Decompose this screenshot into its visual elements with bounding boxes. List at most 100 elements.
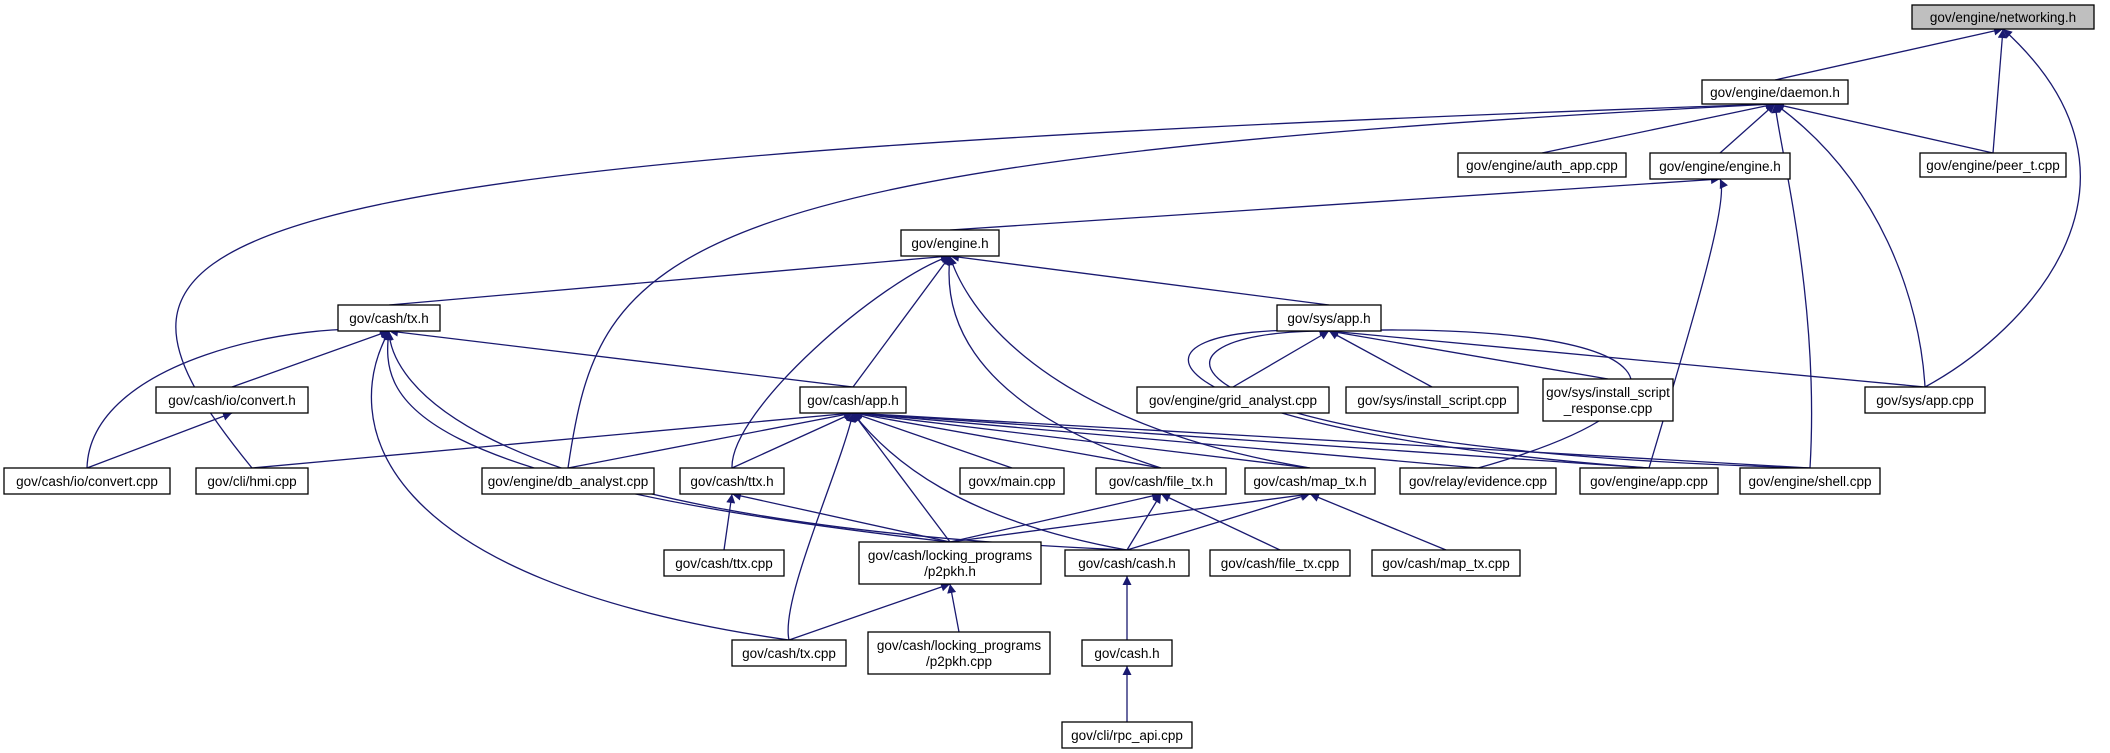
node-label: gov/cli/hmi.cpp bbox=[207, 474, 296, 489]
dependency-edges bbox=[86, 26, 2081, 722]
node-networking-h[interactable]: gov/engine/networking.h bbox=[1911, 4, 2095, 30]
edge-shell_cpp-to-cash_app_h bbox=[852, 409, 1811, 469]
node-label: gov/cash/ttx.h bbox=[690, 474, 773, 489]
node-label: gov/engine/grid_analyst.cpp bbox=[1149, 393, 1317, 408]
node-label: gov/engine/db_analyst.cpp bbox=[488, 474, 649, 489]
edge-engine_engine_h-to-daemon_h bbox=[1719, 103, 1776, 154]
node-shell-cpp[interactable]: gov/engine/shell.cpp bbox=[1739, 467, 1881, 495]
node-p2pkh-h[interactable]: gov/cash/locking_programs/p2pkh.h bbox=[858, 541, 1042, 585]
edge-evidence_cpp-to-cash_app_h bbox=[852, 409, 1479, 469]
edge-map_tx_h-to-cash_app_h bbox=[852, 409, 1311, 469]
node-db-analyst-cpp[interactable]: gov/engine/db_analyst.cpp bbox=[481, 467, 655, 495]
node-engine-app-cpp[interactable]: gov/engine/app.cpp bbox=[1579, 467, 1719, 495]
node-label: gov/engine.h bbox=[911, 236, 988, 251]
node-file-tx-cpp[interactable]: gov/cash/file_tx.cpp bbox=[1209, 549, 1351, 577]
node-file-tx-h[interactable]: gov/cash/file_tx.h bbox=[1095, 467, 1227, 495]
node-map-tx-h[interactable]: gov/cash/map_tx.h bbox=[1244, 467, 1376, 495]
node-label: gov/cash/app.h bbox=[807, 393, 899, 408]
edge-ttx_cpp-to-ttx_h bbox=[723, 493, 736, 551]
node-label: gov/engine/daemon.h bbox=[1710, 85, 1840, 100]
node-cash-app-h[interactable]: gov/cash/app.h bbox=[799, 386, 907, 414]
edge-hmi_cpp-to-cash_app_h bbox=[251, 409, 854, 469]
node-hmi-cpp[interactable]: gov/cli/hmi.cpp bbox=[195, 467, 309, 495]
node-label: gov/cash/locking_programs/p2pkh.h bbox=[868, 548, 1033, 579]
node-label: gov/cash/io/convert.cpp bbox=[16, 474, 158, 489]
node-label: gov/cash/locking_programs/p2pkh.cpp bbox=[877, 638, 1042, 669]
edge-shell_cpp-to-daemon_h bbox=[1771, 103, 1813, 469]
node-io-convert-h[interactable]: gov/cash/io/convert.h bbox=[155, 386, 309, 414]
node-gov-cash-h[interactable]: gov/cash.h bbox=[1081, 639, 1173, 667]
edge-db_analyst_cpp-to-daemon_h bbox=[567, 99, 1776, 469]
node-sys-app-h[interactable]: gov/sys/app.h bbox=[1276, 304, 1382, 332]
node-label: gov/cash/file_tx.cpp bbox=[1221, 556, 1340, 571]
node-label: gov/engine/shell.cpp bbox=[1748, 474, 1871, 489]
edge-io_convert_h-to-cash_tx_h bbox=[231, 329, 390, 388]
node-ttx-h[interactable]: gov/cash/ttx.h bbox=[679, 467, 785, 495]
edge-sys_app_cpp-to-sys_app_h bbox=[1328, 327, 1926, 388]
edge-engine_app_cpp-to-engine_engine_h bbox=[1648, 178, 1728, 469]
node-label: gov/cash/tx.h bbox=[349, 311, 429, 326]
node-gov-engine-h[interactable]: gov/engine.h bbox=[900, 229, 1000, 257]
edge-io_convert_cpp-to-io_convert_h bbox=[86, 411, 233, 469]
node-label: govx/main.cpp bbox=[968, 474, 1055, 489]
edge-install_script_cpp-to-sys_app_h bbox=[1328, 330, 1433, 388]
node-label: gov/cli/rpc_api.cpp bbox=[1071, 728, 1183, 743]
node-peer-t-cpp[interactable]: gov/engine/peer_t.cpp bbox=[1919, 152, 2067, 178]
edge-cash_app_h-to-gov_engine_h bbox=[852, 255, 951, 388]
edge-sys_app_h-to-gov_engine_h bbox=[949, 252, 1330, 306]
edge-file_tx_h-to-gov_engine_h bbox=[944, 255, 1162, 469]
edge-p2pkh_h-to-cash_app_h bbox=[852, 412, 951, 543]
node-grid-analyst-cpp[interactable]: gov/engine/grid_analyst.cpp bbox=[1136, 386, 1330, 414]
node-install-script-response-cpp[interactable]: gov/sys/install_script_response.cpp bbox=[1542, 378, 1674, 422]
node-p2pkh-cpp[interactable]: gov/cash/locking_programs/p2pkh.cpp bbox=[867, 631, 1051, 675]
node-auth-app-cpp[interactable]: gov/engine/auth_app.cpp bbox=[1457, 152, 1627, 178]
node-io-convert-cpp[interactable]: gov/cash/io/convert.cpp bbox=[3, 467, 171, 495]
edge-p2pkh_cpp-to-p2pkh_h bbox=[947, 583, 960, 633]
edge-p2pkh_h-to-file_tx_h bbox=[949, 491, 1162, 543]
edge-cash_cash_h-to-map_tx_h bbox=[1126, 492, 1311, 551]
edge-peer_t_cpp-to-daemon_h bbox=[1774, 101, 1994, 154]
edge-tx_cpp-to-p2pkh_h bbox=[788, 582, 951, 641]
edge-p2pkh_h-to-ttx_h bbox=[731, 491, 951, 543]
node-evidence-cpp[interactable]: gov/relay/evidence.cpp bbox=[1399, 467, 1557, 495]
edge-tx_cpp-to-cash_tx_h bbox=[370, 330, 790, 641]
node-main-cpp[interactable]: govx/main.cpp bbox=[959, 467, 1065, 495]
node-ttx-cpp[interactable]: gov/cash/ttx.cpp bbox=[663, 549, 785, 577]
edge-cash_cash_h-to-cash_tx_h bbox=[384, 330, 1128, 551]
node-label: gov/cash/ttx.cpp bbox=[675, 556, 773, 571]
node-cash-tx-h[interactable]: gov/cash/tx.h bbox=[337, 304, 441, 332]
edge-cash_app_h-to-cash_tx_h bbox=[388, 327, 854, 388]
node-cash-cash-h[interactable]: gov/cash/cash.h bbox=[1064, 549, 1190, 577]
node-label: gov/cash/io/convert.h bbox=[168, 393, 296, 408]
edge-grid_analyst_cpp-to-sys_app_h bbox=[1232, 330, 1330, 388]
edge-peer_t_cpp-to-networking_h bbox=[1992, 28, 2007, 154]
node-label: gov/sys/install_script.cpp bbox=[1357, 393, 1506, 408]
node-label: gov/engine/app.cpp bbox=[1590, 474, 1708, 489]
node-daemon-h[interactable]: gov/engine/daemon.h bbox=[1701, 79, 1849, 105]
node-label: gov/cash.h bbox=[1094, 646, 1159, 661]
node-rpc-api-cpp[interactable]: gov/cli/rpc_api.cpp bbox=[1061, 721, 1193, 749]
node-label: gov/sys/app.h bbox=[1287, 311, 1370, 326]
edge-daemon_h-to-networking_h bbox=[1774, 26, 2004, 81]
edge-cash_tx_h-to-gov_engine_h bbox=[388, 252, 951, 306]
node-label: gov/cash/tx.cpp bbox=[742, 646, 836, 661]
edge-install_script_response_cpp-to-sys_app_h bbox=[1328, 328, 1609, 380]
edge-gov_engine_h-to-engine_engine_h bbox=[949, 175, 1721, 231]
edge-engine_app_cpp-to-cash_app_h bbox=[852, 409, 1650, 469]
node-label: gov/relay/evidence.cpp bbox=[1409, 474, 1547, 489]
node-label: gov/engine/networking.h bbox=[1930, 10, 2076, 25]
node-label: gov/cash/file_tx.h bbox=[1109, 474, 1213, 489]
node-label: gov/engine/engine.h bbox=[1659, 159, 1781, 174]
edge-hmi_cpp-to-daemon_h bbox=[175, 99, 1776, 469]
node-sys-app-cpp[interactable]: gov/sys/app.cpp bbox=[1864, 386, 1986, 414]
edge-main_cpp-to-cash_app_h bbox=[852, 411, 1013, 469]
node-label: gov/cash/map_tx.h bbox=[1253, 474, 1366, 489]
node-engine-engine-h[interactable]: gov/engine/engine.h bbox=[1649, 152, 1791, 180]
edge-db_analyst_cpp-to-cash_app_h bbox=[567, 410, 854, 469]
node-tx-cpp[interactable]: gov/cash/tx.cpp bbox=[731, 639, 847, 667]
node-label: gov/engine/auth_app.cpp bbox=[1466, 158, 1618, 173]
node-map-tx-cpp[interactable]: gov/cash/map_tx.cpp bbox=[1371, 549, 1521, 577]
edge-sys_app_cpp-to-networking_h bbox=[1924, 28, 2081, 388]
node-install-script-cpp[interactable]: gov/sys/install_script.cpp bbox=[1345, 386, 1519, 414]
